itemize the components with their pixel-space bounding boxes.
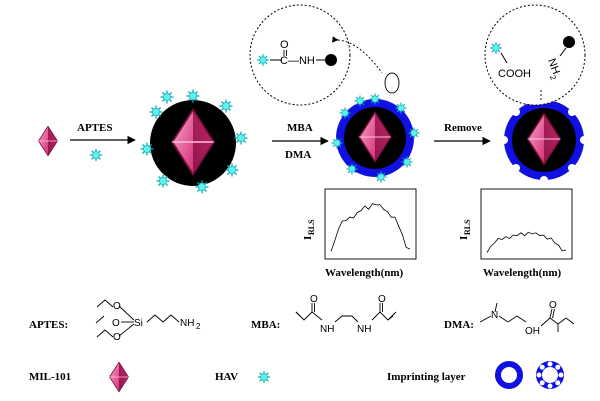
- legend-dma: DMA: N OH O: [444, 300, 575, 337]
- svg-text:MBA:: MBA:: [251, 319, 280, 331]
- legend-hav: HAV: [215, 370, 271, 384]
- arrow-remove-label: Remove: [444, 122, 482, 134]
- svg-text:2: 2: [548, 74, 558, 82]
- svg-text:Imprinting layer: Imprinting layer: [387, 371, 466, 383]
- arrow-mba-label: MBA: [287, 122, 313, 134]
- hav-reagent: [89, 148, 103, 162]
- svg-text:Si: Si: [134, 318, 143, 329]
- svg-text:RLS: RLS: [307, 219, 316, 235]
- spectrum-curve-1: [330, 203, 411, 252]
- legend-imprinting-layer: Imprinting layer: [387, 361, 564, 389]
- svg-text:N: N: [491, 310, 498, 321]
- svg-text:NH: NH: [180, 318, 194, 329]
- svg-text:O: O: [549, 300, 557, 311]
- svg-text:DMA:: DMA:: [444, 319, 474, 331]
- svg-text:O: O: [280, 39, 289, 51]
- svg-text:2: 2: [196, 322, 201, 331]
- spectrum-1-xlabel: Wavelength(nm): [325, 267, 404, 279]
- svg-text:O: O: [113, 301, 121, 312]
- arrow-dma-label: DMA: [285, 149, 311, 161]
- zoom-bubble-cleaved: COOH NH 2: [484, 4, 586, 106]
- svg-text:C—NH: C—NH: [280, 55, 315, 67]
- svg-text:NH: NH: [357, 324, 371, 335]
- hav-coated-particle: [139, 88, 249, 195]
- svg-text:NH: NH: [320, 324, 334, 335]
- legend-mil101: MIL-101: [29, 361, 129, 393]
- legend-layer-with-cavities: [536, 361, 564, 389]
- svg-text:O: O: [378, 294, 386, 305]
- svg-text:O: O: [112, 318, 120, 329]
- mil101-crystal-stage1: [38, 125, 58, 157]
- spectrum-2-xlabel: Wavelength(nm): [483, 267, 562, 279]
- zoom-bubble-amide-bond: O C—NH: [249, 4, 383, 106]
- svg-text:NH: NH: [545, 57, 562, 76]
- svg-text:RLS: RLS: [463, 219, 472, 235]
- svg-text:I: I: [302, 236, 314, 240]
- spectrum-after-removal: I RLS Wavelength(nm): [458, 188, 573, 279]
- svg-text:O: O: [113, 332, 121, 343]
- legend-aptes: APTES: O O O Si NH 2: [29, 299, 201, 343]
- svg-text:OH: OH: [525, 326, 540, 337]
- svg-text:O: O: [310, 294, 318, 305]
- spectrum-before-removal: I RLS Wavelength(nm): [302, 188, 417, 279]
- svg-text:COOH: COOH: [498, 68, 531, 80]
- legend-mba: MBA: O O NH NH: [251, 294, 397, 335]
- svg-text:I: I: [458, 236, 470, 240]
- svg-text:MIL-101: MIL-101: [29, 371, 71, 383]
- svg-text:APTES:: APTES:: [29, 319, 68, 331]
- imprinted-particle-cavities: [500, 96, 588, 184]
- spectrum-curve-2: [486, 231, 567, 253]
- svg-text:HAV: HAV: [215, 371, 238, 383]
- imprinted-particle-with-hav: [330, 72, 421, 184]
- arrow-aptes-label: APTES: [77, 122, 112, 134]
